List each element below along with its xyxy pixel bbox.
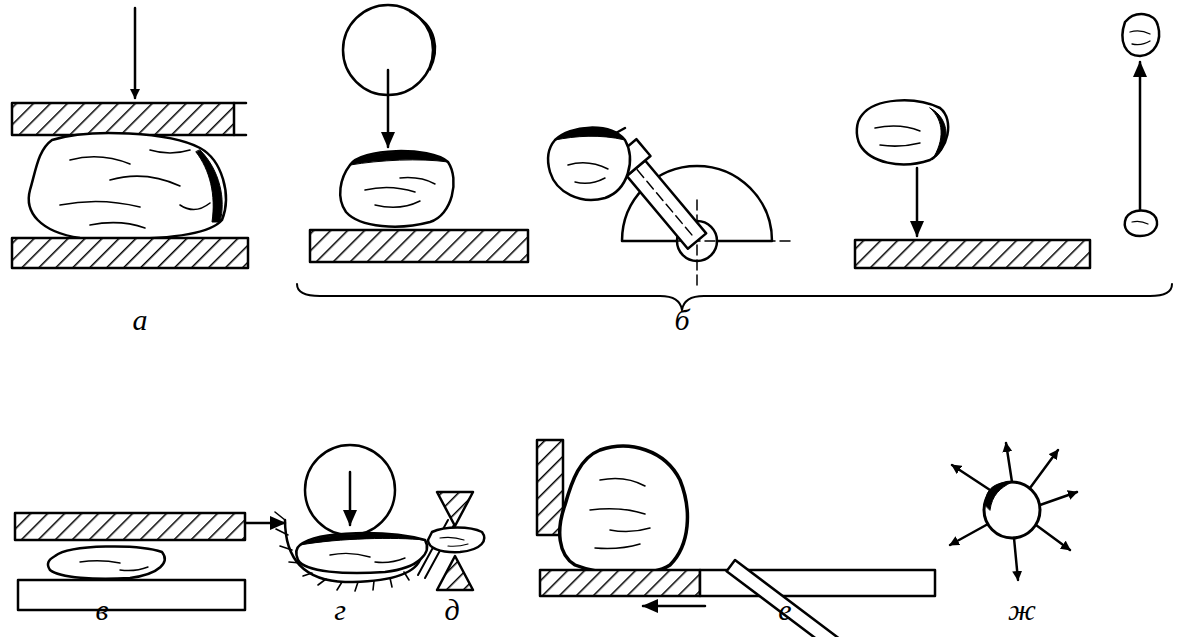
- abrasion-sketch: [15, 513, 285, 610]
- compression-sketch: [12, 8, 248, 268]
- roller-splitting-sketch: [275, 445, 455, 591]
- explosion-sketch: [950, 443, 1077, 580]
- figure-letter: ж: [1008, 595, 1036, 625]
- figure-letter: б: [674, 305, 689, 335]
- figure-letter: в: [95, 595, 108, 625]
- corner-crushing-sketch: [537, 440, 935, 637]
- figure-letter: д: [444, 595, 459, 625]
- figure-letter: е: [778, 595, 791, 625]
- wedge-splitting-sketch: [428, 492, 484, 590]
- impact-sketches: [297, 5, 1172, 310]
- figure-letter: г: [334, 595, 346, 625]
- figure-letter: а: [133, 305, 148, 335]
